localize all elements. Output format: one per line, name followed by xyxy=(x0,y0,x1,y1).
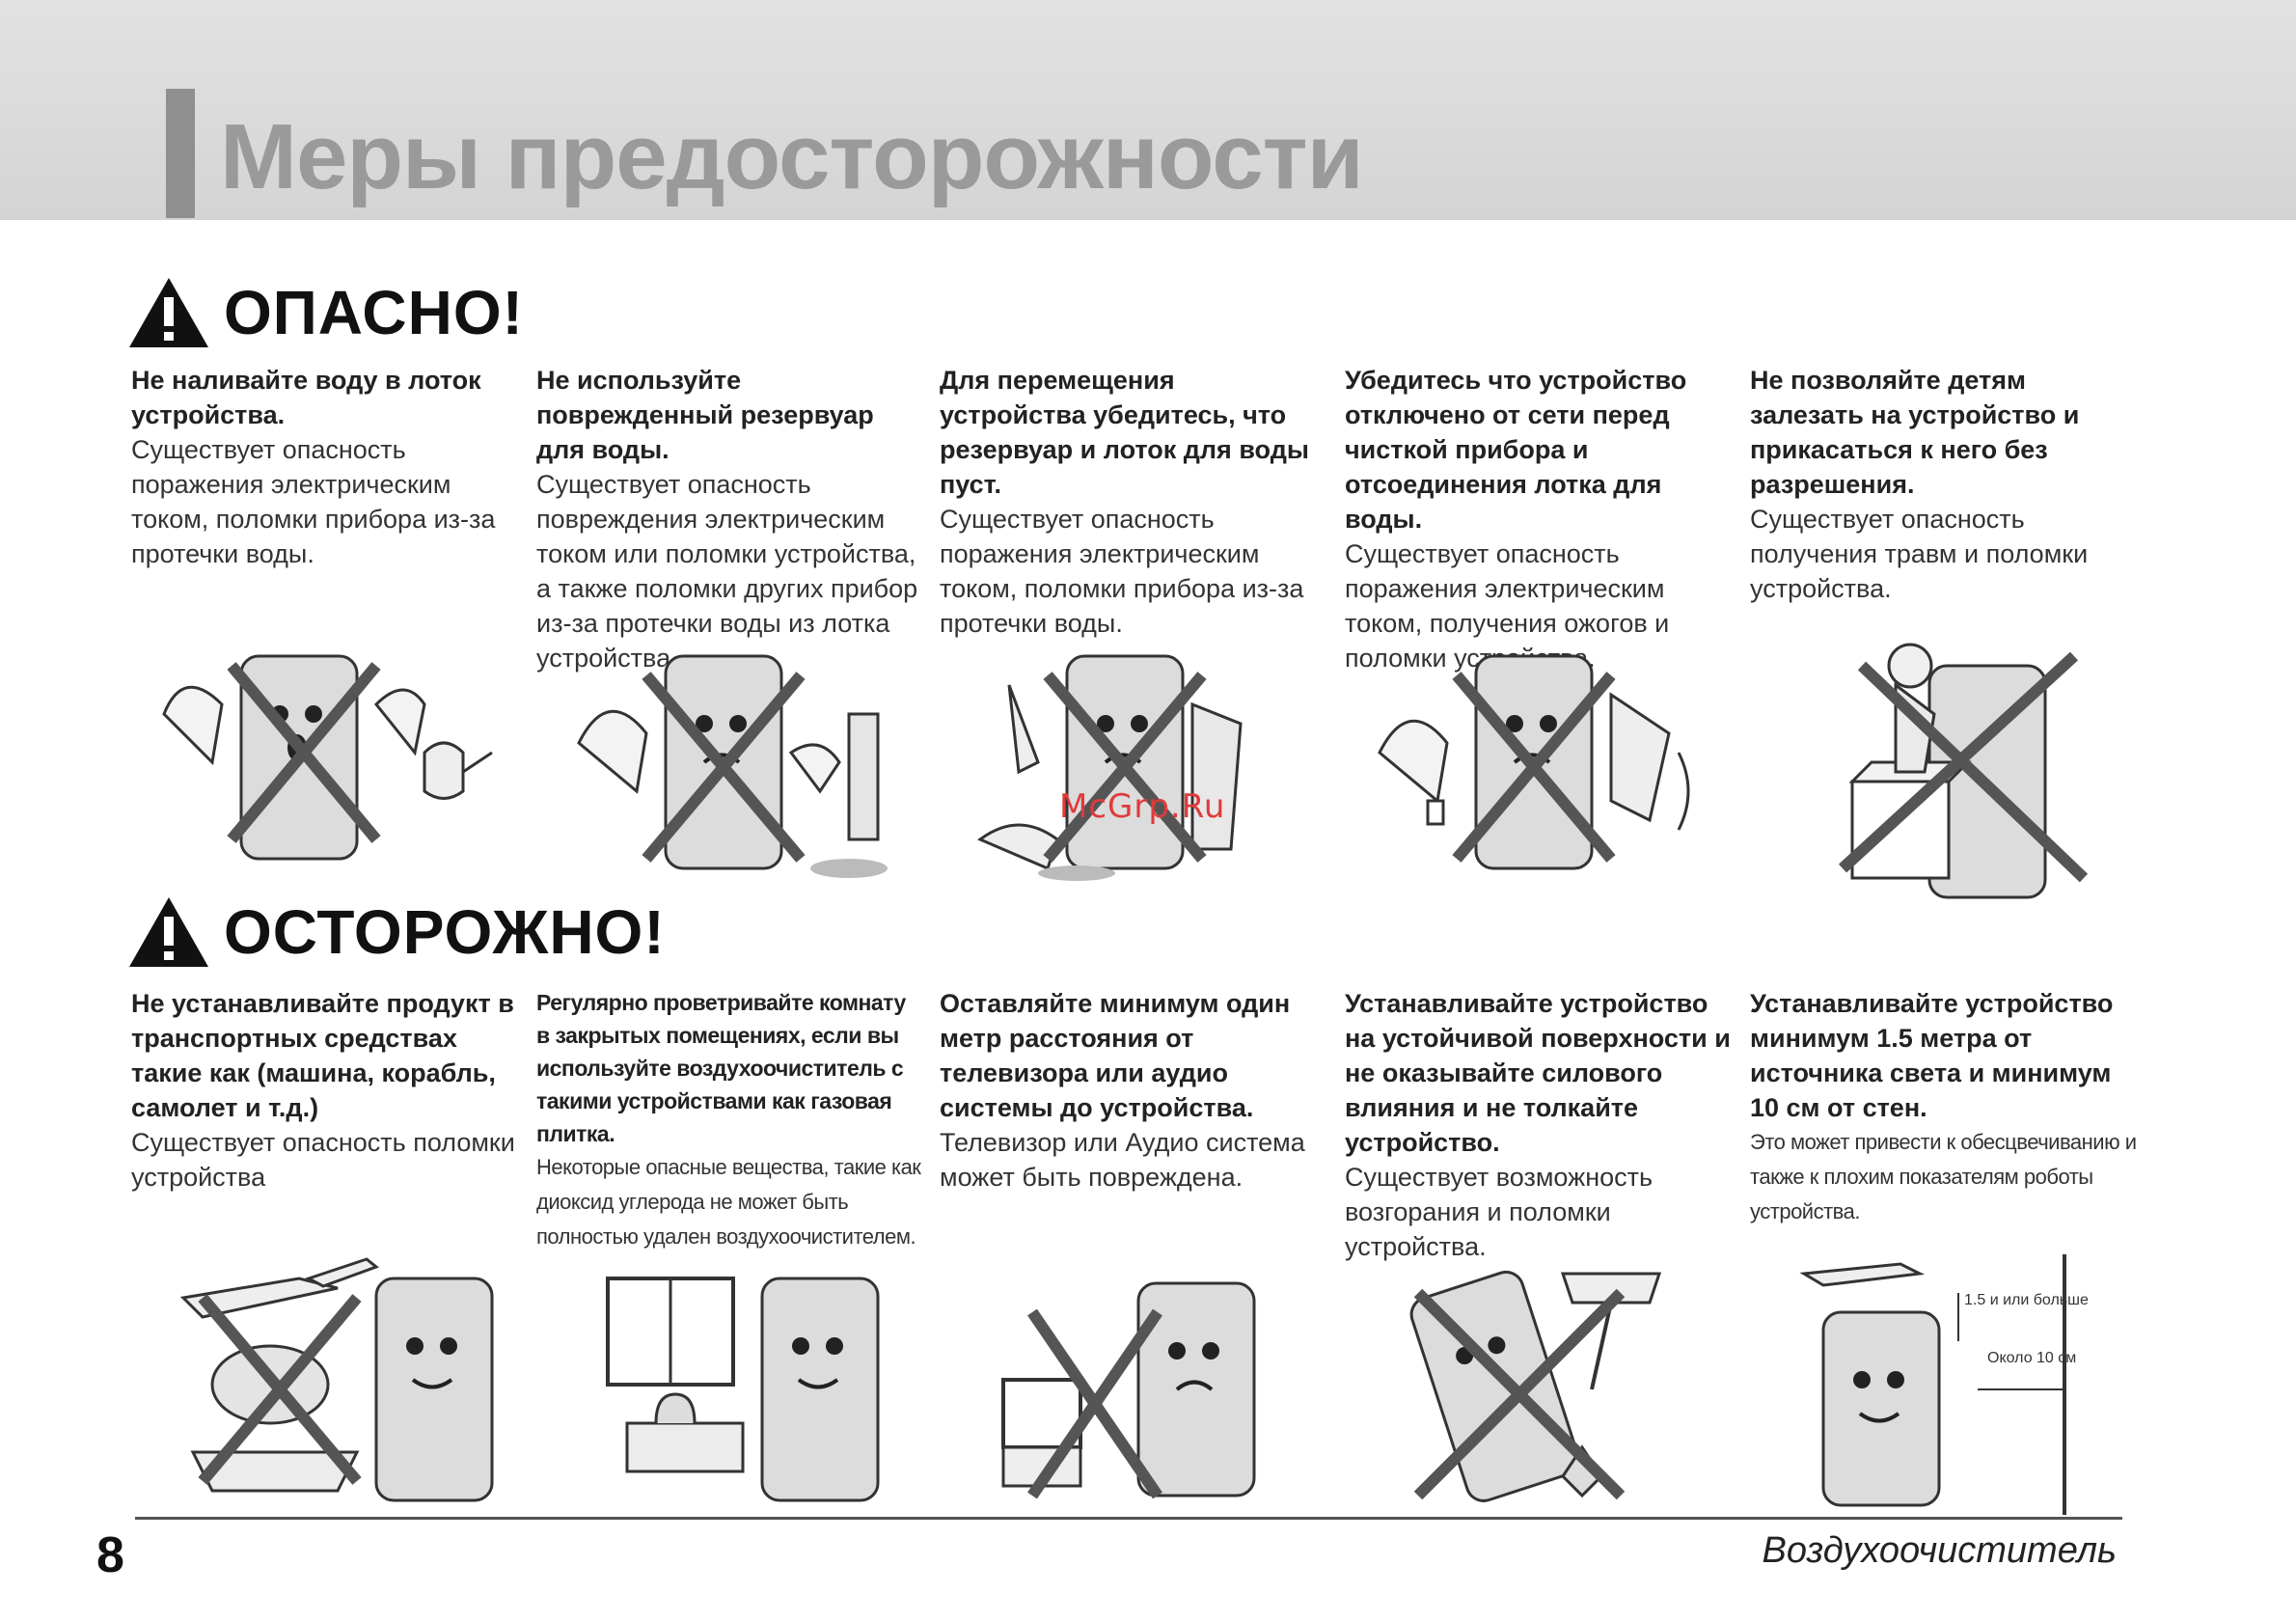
danger-heading-text: ОПАСНО! xyxy=(224,278,524,347)
caution-item-2-title: Регулярно проветривайте комнату в закрыт… xyxy=(536,990,906,1146)
danger-item-5: Не позволяйте детям залезать на устройст… xyxy=(1750,363,2136,606)
danger-item-5-title: Не позволяйте детям залезать на устройст… xyxy=(1750,366,2080,499)
footer-rule xyxy=(135,1517,2122,1520)
caution-heading-text: ОСТОРОЖНО! xyxy=(224,897,666,967)
footer-product-name: Воздухоочиститель xyxy=(1762,1530,2117,1571)
caution-illustration-1 xyxy=(179,1257,494,1502)
watermark: McGrp.Ru xyxy=(1059,787,1226,826)
danger-item-5-text: Существует опасность получения травм и п… xyxy=(1750,505,2089,603)
caution-item-1: Не устанавливайте продукт в транспортных… xyxy=(131,986,517,1195)
danger-illustration-3 xyxy=(977,654,1243,881)
caution-item-2: Регулярно проветривайте комнату в закрыт… xyxy=(536,986,922,1254)
danger-item-1-title: Не наливайте воду в лоток устройства. xyxy=(131,366,481,429)
title-accent-bar xyxy=(166,89,195,218)
caution-item-4: Устанавливайте устройство на устойчивой … xyxy=(1345,986,1731,1264)
distance-label-1: 1.5 и или больше xyxy=(1964,1292,2089,1308)
caution-item-5-title: Устанавливайте устройство минимум 1.5 ме… xyxy=(1750,989,2114,1122)
danger-item-2-title: Не используйте поврежденный резервуар дл… xyxy=(536,366,874,464)
danger-illustration-5 xyxy=(1838,643,2089,899)
danger-item-3-text: Существует опасность поражения электриче… xyxy=(940,505,1304,638)
danger-illustration-1 xyxy=(162,654,493,861)
danger-item-1: Не наливайте воду в лоток устройства. Су… xyxy=(131,363,507,571)
warning-icon xyxy=(129,897,208,967)
danger-item-2-text: Существует опасность повреждения электри… xyxy=(536,470,918,673)
caution-item-3-text: Телевизор или Аудио система может быть п… xyxy=(940,1128,1305,1192)
caution-item-5: Устанавливайте устройство минимум 1.5 ме… xyxy=(1750,986,2146,1229)
danger-item-4-title: Убедитесь что устройство отключено от се… xyxy=(1345,366,1687,534)
page-number: 8 xyxy=(96,1527,124,1583)
danger-heading: ОПАСНО! xyxy=(127,276,524,349)
danger-item-4-text: Существует опасность поражения электриче… xyxy=(1345,539,1670,673)
caution-item-2-text: Некоторые опасные вещества, такие как ди… xyxy=(536,1155,921,1249)
caution-illustration-2 xyxy=(606,1277,880,1502)
caution-item-1-text: Существует опасность поломки устройства xyxy=(131,1128,515,1192)
page-title: Меры предосторожности xyxy=(220,105,1364,208)
header-band xyxy=(0,0,2296,220)
caution-heading: ОСТОРОЖНО! xyxy=(127,895,666,969)
danger-illustration-4 xyxy=(1378,654,1690,870)
caution-item-5-text: Это может привести к обесцвечиванию и та… xyxy=(1750,1130,2137,1223)
caution-illustration-5: 1.5 и или больше Около 10 см xyxy=(1799,1254,2089,1515)
caution-item-3-title: Оставляйте минимум один метр расстояния … xyxy=(940,989,1291,1122)
caution-illustration-3 xyxy=(1001,1281,1256,1499)
danger-item-3-title: Для перемещения устройства убедитесь, чт… xyxy=(940,366,1309,499)
danger-item-3: Для перемещения устройства убедитесь, чт… xyxy=(940,363,1326,641)
caution-item-4-title: Устанавливайте устройство на устойчивой … xyxy=(1345,989,1731,1157)
caution-item-1-title: Не устанавливайте продукт в транспортных… xyxy=(131,989,514,1122)
danger-item-1-text: Существует опасность поражения электриче… xyxy=(131,435,496,568)
caution-item-3: Оставляйте минимум один метр расстояния … xyxy=(940,986,1316,1195)
caution-illustration-4 xyxy=(1409,1270,1662,1502)
danger-item-4: Убедитесь что устройство отключено от се… xyxy=(1345,363,1731,675)
caution-item-4-text: Существует возможность возгорания и поло… xyxy=(1345,1163,1654,1261)
distance-label-2: Около 10 см xyxy=(1987,1350,2076,1366)
danger-item-2: Не используйте поврежденный резервуар дл… xyxy=(536,363,922,675)
warning-icon xyxy=(129,278,208,347)
danger-illustration-2 xyxy=(577,654,888,878)
